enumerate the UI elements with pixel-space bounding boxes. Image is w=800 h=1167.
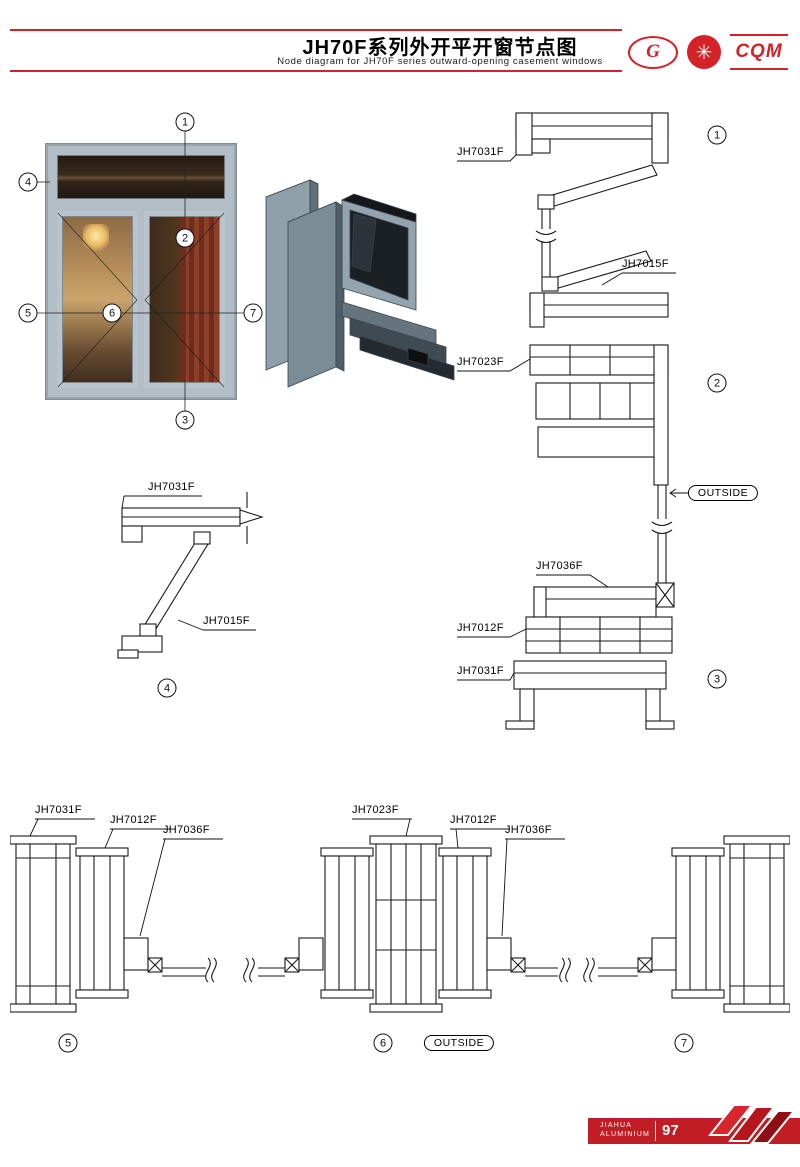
profile-label-detail4-frame: JH7031F	[148, 481, 195, 493]
callout-4: 4	[18, 172, 38, 192]
header-rule-bottom	[10, 70, 622, 72]
profile-label-head-frame: JH7031F	[457, 146, 504, 158]
elevation-right-sash	[144, 211, 225, 388]
sash-top-profile	[529, 250, 669, 328]
profile-label-transom: JH7023F	[457, 356, 504, 368]
lower-glass	[651, 485, 688, 583]
footer-brand: JIAHUA ALUMINIUM	[600, 1121, 650, 1139]
head-frame-profile	[515, 112, 669, 210]
section-callout-6: 6	[373, 1033, 393, 1053]
profile-label-sash-bottom: JH7012F	[457, 622, 504, 634]
callout-7: 7	[243, 303, 263, 323]
callout-5: 5	[18, 303, 38, 323]
callout-1: 1	[175, 112, 195, 132]
detail-4-drawing	[117, 492, 264, 659]
center-mullion-group	[243, 835, 571, 1013]
section-callout-7: 7	[674, 1033, 694, 1053]
star-logo-glyph: ✳	[695, 41, 713, 64]
detail4-open-sash	[117, 531, 211, 659]
profile-label-sill-frame: JH7031F	[457, 665, 504, 677]
page-subtitle: Node diagram for JH70F series outward-op…	[277, 56, 603, 67]
casement-opening-diagonals	[57, 212, 225, 388]
profile-label-bottom-sash-left: JH7012F	[110, 814, 157, 826]
brand-logos: G ✳ CQM	[628, 33, 796, 71]
footer-brand-line2: ALUMINIUM	[600, 1131, 651, 1138]
callout-3: 3	[175, 410, 195, 430]
window-corner-3d-render	[265, 179, 455, 388]
outside-label-vertical: OUTSIDE	[687, 485, 759, 501]
right-jamb-group	[583, 835, 790, 1013]
certification-oval-logo-icon: G	[628, 35, 678, 69]
section-callout-1: 1	[707, 125, 727, 145]
profile-label-bottom-mullion: JH7023F	[352, 804, 399, 816]
elevation-callout-lines	[20, 113, 262, 430]
cqm-logo-text: CQM	[735, 41, 783, 62]
sash-bottom-profile	[525, 616, 673, 654]
profile-label-bottom-sash-right: JH7012F	[450, 814, 497, 826]
callout-6: 6	[102, 303, 122, 323]
left-jamb-group	[10, 835, 217, 1013]
vertical-section-drawing	[457, 112, 688, 730]
section-callout-5: 5	[58, 1033, 78, 1053]
outside-label-horizontal: OUTSIDE	[423, 1035, 495, 1051]
footer-emblem-icon	[707, 1104, 796, 1144]
profile-label-bottom-bead-right: JH7036F	[505, 824, 552, 836]
profile-label-glazing-bead: JH7036F	[536, 560, 583, 572]
callout-2: 2	[175, 228, 195, 248]
page-title: JH70F系列外开平开窗节点图	[302, 37, 578, 59]
section-callout-3: 3	[707, 669, 727, 689]
cqm-logo: CQM	[730, 34, 788, 70]
star-seal-logo-icon: ✳	[687, 35, 721, 69]
detail-callout-4: 4	[157, 678, 177, 698]
profile-label-bottom-frame: JH7031F	[35, 804, 82, 816]
page-number: 97	[662, 1122, 679, 1139]
glazing-bead-profile	[533, 582, 675, 618]
chandelier-glow	[83, 224, 110, 255]
profile-label-bottom-bead-left: JH7036F	[163, 824, 210, 836]
certification-logo-letter: G	[646, 41, 660, 62]
footer-divider	[655, 1121, 656, 1141]
detail4-head-frame	[121, 492, 264, 544]
section-callout-2: 2	[707, 373, 727, 393]
upper-glass	[535, 209, 557, 277]
footer-brand-line1: JIAHUA	[600, 1122, 633, 1129]
header-rule-top	[10, 29, 622, 31]
elevation-transom-pane	[57, 155, 225, 199]
horizontal-section-drawing	[10, 818, 790, 1013]
elevation-left-sash	[57, 211, 138, 388]
transom-profile	[529, 344, 669, 486]
profile-label-detail4-sash: JH7015F	[203, 615, 250, 627]
sill-frame-profile	[505, 660, 675, 730]
profile-label-sash-top: JH7015F	[622, 258, 669, 270]
